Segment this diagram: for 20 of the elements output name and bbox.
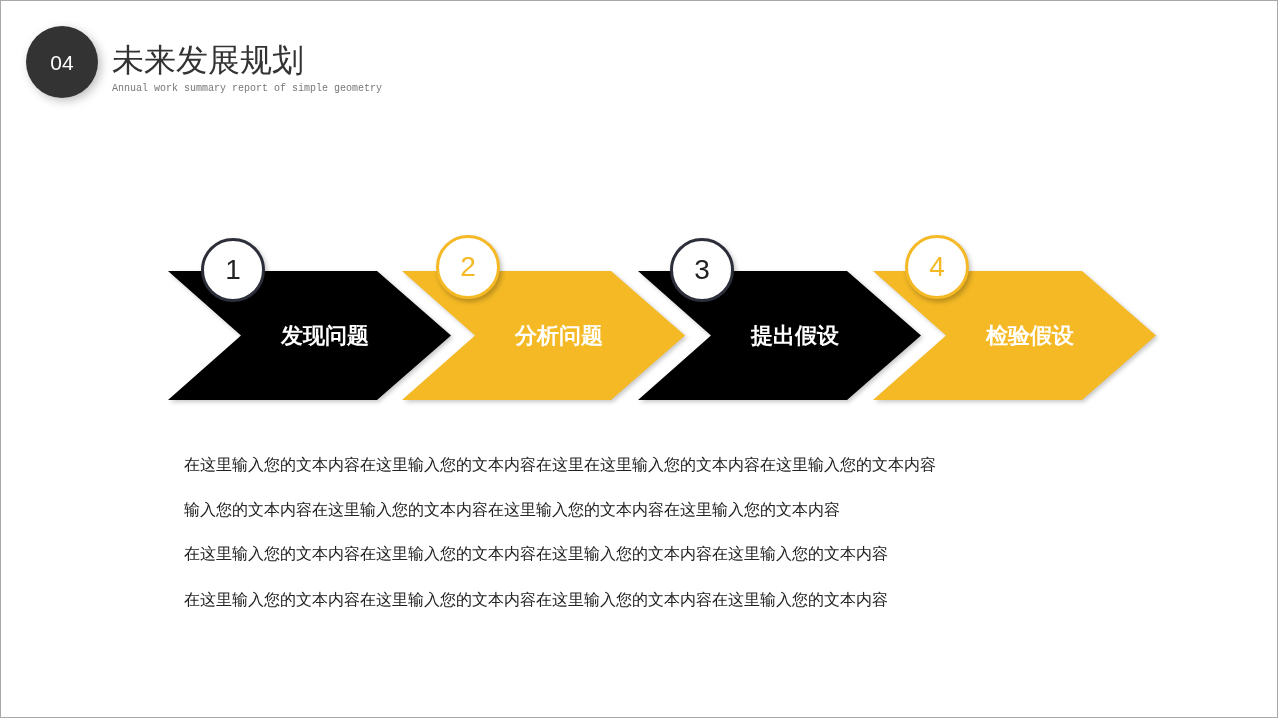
- step-label: 分析问题: [515, 323, 603, 348]
- body-text: 在这里输入您的文本内容在这里输入您的文本内容在这里输入您的文本内容在这里输入您的文本内容: [184, 545, 888, 563]
- body-text: 在这里输入您的文本内容在这里输入您的文本内容在这里输入您的文本内容在这里输入您的文本内容: [184, 591, 888, 609]
- slide-subtitle: Annual work summary report of simple geometry: [112, 83, 383, 94]
- body-text: 在这里输入您的文本内容在这里输入您的文本内容在这里在这里输入您的文本内容在这里输入您的文本内容: [184, 456, 936, 474]
- number-circle: [436, 235, 500, 299]
- number-circle: [201, 238, 265, 302]
- step-label: 检验假设: [986, 323, 1074, 348]
- step-label: 发现问题: [281, 323, 369, 348]
- step-number: 3: [694, 256, 710, 284]
- step-number: 1: [225, 256, 241, 284]
- step-label: 提出假设: [751, 323, 839, 348]
- slide-title: 未来发展规划: [112, 44, 304, 76]
- step-number: 4: [929, 253, 945, 281]
- section-number: 04: [50, 51, 74, 73]
- section-number-circle: [26, 26, 98, 98]
- number-circle: [905, 235, 969, 299]
- step-number: 2: [460, 253, 476, 281]
- number-circle: [670, 238, 734, 302]
- body-text: 输入您的文本内容在这里输入您的文本内容在这里输入您的文本内容在这里输入您的文本内容: [184, 501, 840, 519]
